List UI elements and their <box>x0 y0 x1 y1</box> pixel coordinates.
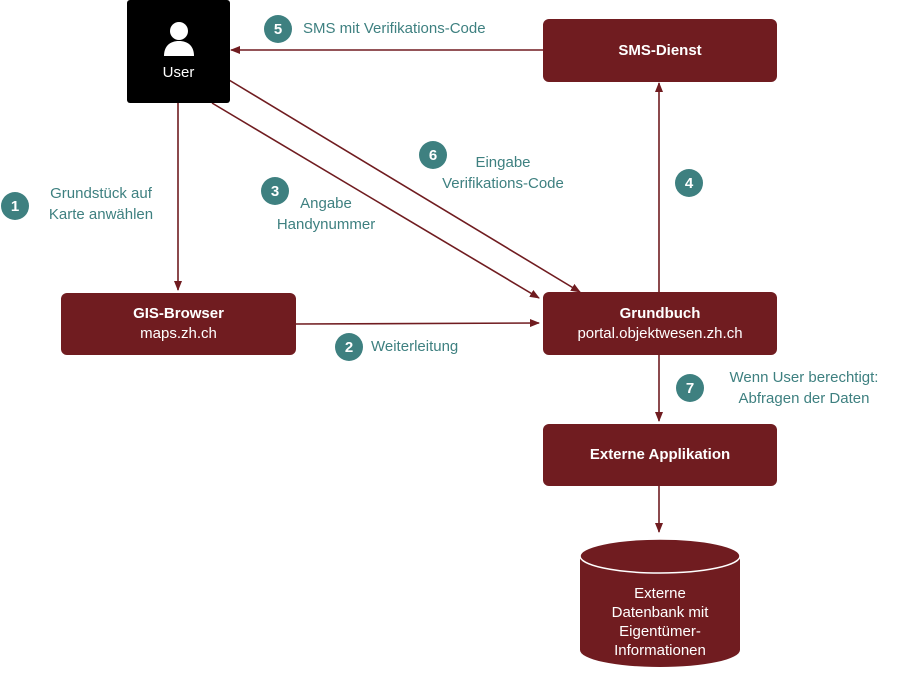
arrow-user-to-grundbuch-phone <box>211 102 540 299</box>
step-label-1: Grundstück auf Karte anwählen <box>40 183 162 225</box>
step-badge-7: 7 <box>676 374 704 402</box>
step-label-3: Angabe Handynummer <box>266 193 386 235</box>
step-badge-4: 4 <box>675 169 703 197</box>
step-1-line: Grundstück auf <box>50 185 152 202</box>
step-7-line: Abfragen der Daten <box>738 390 870 407</box>
step-label-6: Eingabe Verifikations-Code <box>428 152 578 194</box>
gis-browser-title: GIS-Browser <box>133 305 224 322</box>
step-6-line: Verifikations-Code <box>442 175 564 192</box>
step-badge-6: 6 <box>419 141 447 169</box>
user-icon <box>163 21 194 56</box>
step-3-line: Handynummer <box>276 216 376 233</box>
step-1-line: Karte anwählen <box>48 206 154 223</box>
step-badge-5: 5 <box>264 15 292 43</box>
step-badge-1: 1 <box>1 192 29 220</box>
grundbuch-title: Grundbuch <box>619 304 701 322</box>
gis-browser-node[interactable]: GIS-Browser maps.zh.ch <box>61 293 296 355</box>
sms-dienst-title: SMS-Dienst <box>618 41 702 59</box>
step-7-line: Wenn User berechtigt: <box>729 369 879 386</box>
step-label-2: Weiterleitung <box>371 338 459 355</box>
step-6-line: Eingabe <box>475 154 531 171</box>
externe-applikation-node[interactable]: Externe Applikation <box>543 424 777 486</box>
arrow-gis-browser-to-grundbuch <box>295 319 540 328</box>
grundbuch-node[interactable]: Grundbuch portal.objektwesen.zh.ch <box>543 292 777 355</box>
datenbank-line: Informationen <box>614 642 706 659</box>
datenbank-line: Eigentümer- <box>619 623 701 640</box>
datenbank-line: Externe <box>634 585 686 602</box>
externe-datenbank-cylinder <box>579 538 741 667</box>
grundbuch-url: portal.objektwesen.zh.ch <box>577 324 743 342</box>
step-3-line: Angabe <box>300 195 352 212</box>
datenbank-line: Datenbank mit <box>611 604 709 621</box>
step-label-5: SMS mit Verifikations-Code <box>303 20 486 37</box>
arrow-user-to-grundbuch-code <box>228 79 581 293</box>
gis-browser-url: maps.zh.ch <box>140 325 217 342</box>
user-label: User <box>162 63 195 81</box>
sms-dienst-node[interactable]: SMS-Dienst <box>543 19 777 82</box>
step-badge-3: 3 <box>261 177 289 205</box>
step-label-7: Wenn User berechtigt: Abfragen der Daten <box>712 367 896 409</box>
step-badge-2: 2 <box>335 333 363 361</box>
externe-applikation-title: Externe Applikation <box>589 446 731 463</box>
user-node[interactable]: User <box>127 0 230 103</box>
externe-datenbank-label: Externe Datenbank mit Eigentümer- Inform… <box>584 584 736 660</box>
